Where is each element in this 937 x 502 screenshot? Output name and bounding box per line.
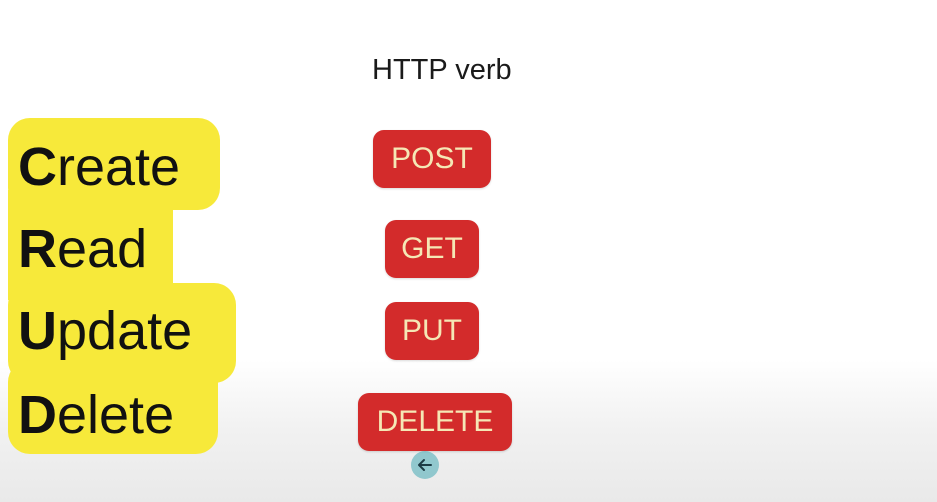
crud-rest: ead (57, 219, 148, 279)
crud-word-read: Read (18, 222, 147, 276)
verb-badge-put: PUT (385, 302, 479, 360)
verb-badge-delete: DELETE (358, 393, 512, 451)
crud-word-delete: Delete (18, 388, 174, 442)
crud-initial: D (18, 385, 57, 445)
mouse-cursor-icon (411, 451, 439, 479)
crud-initial: R (18, 219, 57, 279)
crud-word-create: Create (18, 140, 180, 194)
verb-badge-post: POST (373, 130, 491, 188)
crud-rest: elete (57, 385, 175, 445)
crud-rest: pdate (57, 301, 193, 361)
column-heading: HTTP verb (372, 54, 512, 86)
crud-rest: reate (57, 137, 181, 197)
crud-initial: C (18, 137, 57, 197)
crud-initial: U (18, 301, 57, 361)
verb-badge-get: GET (385, 220, 479, 278)
crud-word-update: Update (18, 304, 192, 358)
